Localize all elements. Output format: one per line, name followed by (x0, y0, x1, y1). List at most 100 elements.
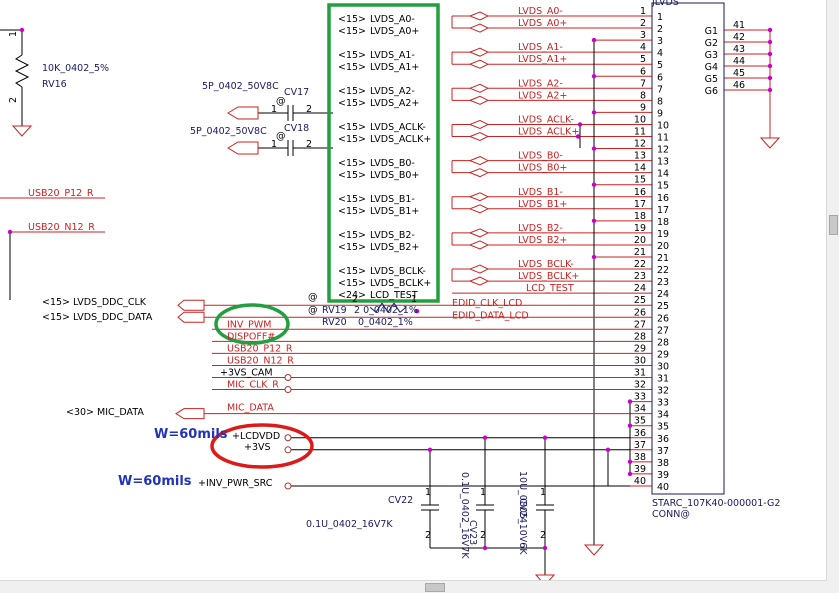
pin-number: 5 (640, 54, 646, 65)
pin-number: 8 (640, 90, 646, 101)
connector-sub: CONN@ (652, 509, 690, 520)
cap-pin: 1 (480, 487, 486, 498)
gnd-junction (767, 87, 773, 93)
pin-label: 20 (657, 241, 669, 252)
gnd-pin-label: G2 (705, 38, 718, 49)
cv22-value: 0.1U_0402_16V7K (306, 519, 393, 530)
pin-label: 1 (657, 12, 663, 23)
pin-label: 2 (657, 24, 663, 35)
pin-label: 18 (657, 217, 669, 228)
pin-label: 12 (657, 145, 669, 156)
pin-label: 30 (657, 361, 669, 372)
gnd-pin-number: 43 (733, 44, 745, 55)
pin-number: 28 (634, 331, 646, 342)
gnd-pin-number: 41 (733, 20, 745, 31)
at-mark: @ (308, 292, 318, 303)
width-note: W=60mils (154, 427, 228, 442)
rv20-ref: RV20 (322, 317, 347, 328)
lvds-port (468, 131, 490, 142)
pin-number: 14 (634, 163, 646, 174)
net-label: LVDS_B1+ (518, 199, 567, 210)
net-label: MIC_DATA (227, 403, 274, 414)
lvds-port (468, 240, 490, 250)
lvds-signal-label: LVDS_B0- (370, 158, 415, 169)
lvds-signal-label: LVDS_A0+ (370, 26, 419, 37)
pin-number: 9 (640, 102, 646, 113)
pin-number: 24 (634, 283, 646, 294)
pin-number: 21 (634, 247, 646, 258)
horizontal-scrollbar[interactable] (0, 580, 827, 593)
net-label: MIC_CLK_R (227, 380, 279, 391)
net-label: LVDS_ACLK+ (518, 127, 579, 138)
lvds-port (468, 168, 490, 178)
vertical-scrollbar[interactable] (826, 0, 839, 581)
lvds-port (468, 119, 490, 129)
pin-number: 17 (634, 199, 646, 210)
power-label: +3VS (244, 442, 271, 453)
lvds-signal-label: LCD_TEST (370, 290, 418, 301)
lvds-port (468, 83, 490, 93)
cap-pin: 1 (271, 139, 277, 150)
power-label: +INV_PWR_SRC (198, 478, 273, 489)
cap-pin: 2 (540, 530, 546, 541)
cv18-port (227, 141, 259, 155)
pin-label: 23 (657, 277, 669, 288)
cv23-value: 0.1U_0402_16V7K (459, 472, 470, 559)
pin-number: 36 (634, 428, 646, 439)
lvds-port (468, 47, 490, 57)
horizontal-scroll-thumb[interactable] (425, 583, 445, 592)
pin-number: 39 (634, 464, 646, 475)
lvds-port (468, 192, 490, 202)
lvds-sheet-ref: <15> (338, 26, 366, 37)
gnd-junction (767, 75, 773, 81)
cv17-value: 5P_0402_50V8C (202, 81, 279, 92)
vertical-scroll-thumb[interactable] (829, 215, 838, 235)
lvds-port (468, 276, 490, 286)
gnd-pin-label: G4 (705, 62, 718, 73)
net-label: LVDS_A1- (518, 42, 563, 53)
lvds-signal-label: LVDS_ACLK- (370, 122, 426, 133)
pin-label: 6 (657, 72, 663, 83)
lvds-signal-label: LVDS_B0+ (370, 170, 419, 181)
connector-part-number: STARC_107K40-000001-G2 (652, 498, 780, 509)
pin-number: 40 (634, 476, 646, 487)
lvds-signal-label: LVDS_A1- (370, 50, 415, 61)
lvds-sheet-ref: <15> (338, 278, 366, 289)
usb-n-label: USB20_N12_R (28, 222, 95, 233)
ddc-clk-label: <15> LVDS_DDC_CLK (42, 297, 147, 308)
net-label: LVDS_B2+ (518, 235, 567, 246)
lvds-signal-label: LVDS_ACLK+ (370, 134, 431, 145)
rv19-ref: RV19 (322, 305, 347, 316)
lvds-port (468, 264, 490, 274)
pin-number: 22 (634, 259, 646, 270)
pin-label: 13 (657, 157, 669, 168)
ddc-data-port (177, 311, 205, 323)
pin-number: 23 (634, 271, 646, 282)
lvds-signal-label: LVDS_BCLK- (370, 266, 426, 277)
gnd-junction (591, 182, 597, 187)
net-label: DISPOFF# (227, 331, 275, 342)
lvds-sheet-ref: <15> (338, 134, 366, 145)
gnd-junction (767, 39, 773, 45)
pin-number: 25 (634, 295, 646, 306)
gnd-pin-number: 44 (733, 56, 745, 67)
pin-label: 11 (657, 133, 669, 144)
cv18-ref: CV18 (284, 123, 309, 134)
lvds-port (468, 59, 490, 69)
lvds-signal-label: LVDS_B2- (370, 230, 415, 241)
lvds-sheet-ref: <15> (338, 98, 366, 109)
pin-label: 34 (657, 410, 669, 421)
junction (7, 229, 13, 235)
gnd-junction (591, 254, 597, 260)
lvds-sheet-ref: <15> (338, 266, 366, 277)
junction (542, 545, 548, 551)
net-label: LVDS_A0+ (518, 18, 567, 29)
connector-body (651, 2, 725, 495)
cap-pin: 1 (540, 487, 546, 498)
lvds-sheet-ref: <15> (338, 122, 366, 133)
rv16-gnd (11, 125, 33, 137)
rv16-value: 10K_0402_5% (42, 63, 109, 74)
gnd-junction (627, 423, 633, 428)
net-label: LVDS_B0- (518, 151, 563, 162)
net-label: LVDS_BCLK- (518, 259, 574, 270)
